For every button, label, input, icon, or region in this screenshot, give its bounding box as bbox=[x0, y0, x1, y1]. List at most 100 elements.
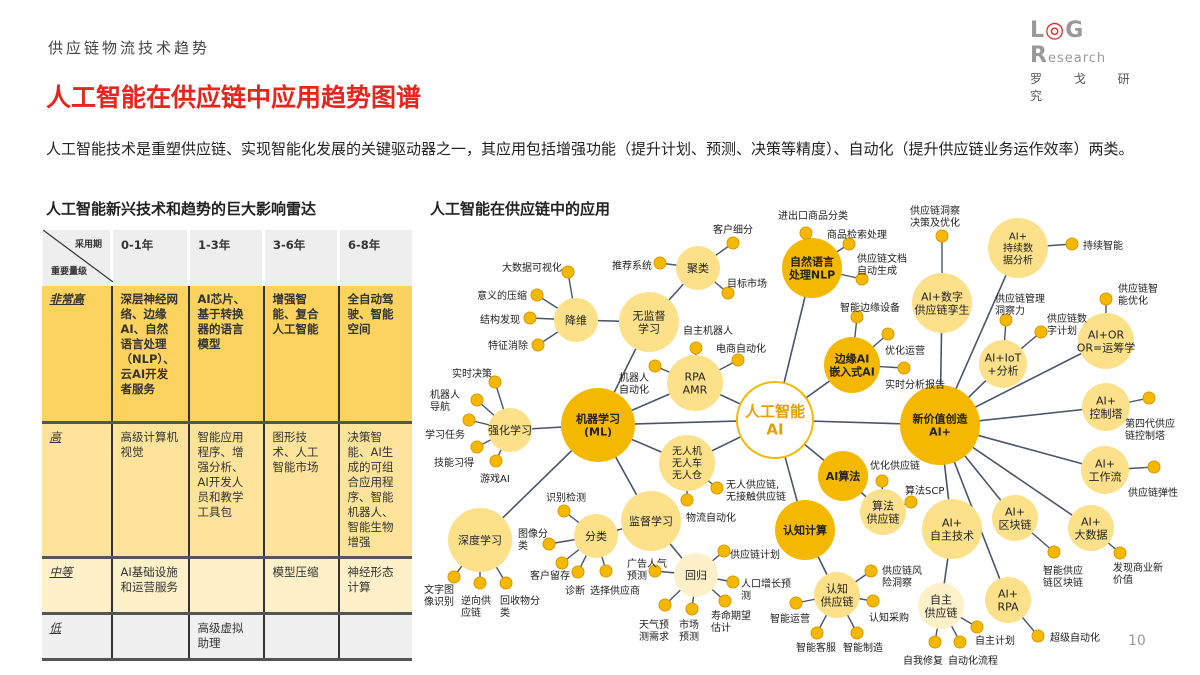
node-label-ml-line: 机器学习 bbox=[576, 411, 620, 425]
node-label-cls: 分类 bbox=[585, 529, 607, 543]
leaf-dot bbox=[1147, 460, 1161, 474]
leaf-label-line: 人口增长预 bbox=[741, 577, 791, 590]
node-label-dl-line: 深度学习 bbox=[458, 533, 502, 547]
leaf-label-line: 推荐系统 bbox=[612, 259, 652, 272]
node-label-csc-line: 认知 bbox=[826, 581, 848, 595]
leaf-label: 文字图像识别 bbox=[424, 583, 454, 608]
leaf-dot bbox=[850, 626, 864, 640]
node-label-twin: AI+数字供应链孪生 bbox=[915, 289, 970, 316]
node-label-csc-line: 供应链 bbox=[821, 594, 854, 608]
level-cell: 高 bbox=[41, 422, 112, 559]
leaf-dot bbox=[531, 338, 545, 352]
leaf-label-line: 大数据可视化 bbox=[502, 261, 562, 274]
leaf-label-line: 导航 bbox=[430, 400, 450, 413]
leaf-label-line: 智能制造 bbox=[843, 641, 883, 654]
logo-wordmark: L◎G Research bbox=[1030, 18, 1107, 68]
leaf-label-line: 能优化 bbox=[1118, 294, 1148, 307]
leaf-label-line: 回收物分 bbox=[500, 594, 540, 607]
leaf-dot bbox=[717, 544, 731, 558]
node-label-reg: 回归 bbox=[685, 568, 707, 582]
corner-cell: 采用期 重要量级 bbox=[40, 230, 113, 286]
node-label-dl: 深度学习 bbox=[458, 533, 502, 547]
column-header: 0-1年 bbox=[110, 230, 189, 286]
leaf-dot bbox=[799, 226, 813, 240]
leaf-label-line: 识别检测 bbox=[546, 491, 586, 504]
page-title: 人工智能在供应链中应用趋势图谱 bbox=[46, 83, 422, 112]
leaf-dot bbox=[897, 361, 911, 375]
table-cell: AI芯片、基于转换器的语言模型 bbox=[187, 286, 264, 424]
node-nv bbox=[900, 385, 980, 465]
node-label-arpa-line: AI+ bbox=[998, 587, 1018, 600]
leaf-label-line: 游戏AI bbox=[480, 472, 510, 485]
leaf-label: 供应链管理洞察力 bbox=[995, 292, 1045, 317]
node-ml bbox=[561, 388, 635, 462]
leaf-label-line: 实时分析报告 bbox=[885, 378, 945, 391]
leaf-label: 供应链智能优化 bbox=[1118, 282, 1158, 307]
leaf-dot bbox=[462, 413, 476, 427]
node-label-ai-line: AI bbox=[766, 420, 783, 438]
table-cell: 模型压缩 bbox=[262, 557, 339, 615]
leaf-dot bbox=[648, 564, 662, 578]
node-label-nlp-line: 处理NLP bbox=[788, 267, 835, 281]
leaf-dot bbox=[1031, 629, 1045, 643]
leaf-dot bbox=[726, 236, 740, 250]
node-label-iot-line: +分析 bbox=[987, 363, 1018, 377]
leaf-dot bbox=[935, 229, 949, 243]
node-label-edge-line: 边缘AI bbox=[834, 351, 870, 365]
logo: L◎G Research 罗 戈 研 究 bbox=[1030, 18, 1160, 103]
leaf-dot bbox=[866, 594, 880, 608]
leaf-label-line: 预测 bbox=[627, 569, 647, 582]
leaf-label-line: 供应链计划 bbox=[730, 548, 780, 561]
leaf-dot bbox=[470, 393, 484, 407]
leaf-dot bbox=[685, 602, 699, 616]
leaf-dot bbox=[561, 265, 575, 279]
leaf-dot bbox=[499, 576, 513, 590]
leaf-dot bbox=[473, 576, 487, 590]
node-auto bbox=[922, 499, 982, 559]
node-label-wf: AI+工作流 bbox=[1089, 457, 1122, 483]
table-row: 中等 AI基础设施和运营服务 模型压缩 神经形态计算 bbox=[41, 557, 412, 615]
node-edge bbox=[824, 337, 880, 393]
node-ct bbox=[1082, 383, 1130, 431]
node-label-nv-line: AI+ bbox=[929, 425, 951, 438]
node-label-ml-line: (ML) bbox=[584, 425, 612, 438]
leaf-dot bbox=[542, 537, 556, 551]
table-row: 高 高级计算机视觉 智能应用程序、增强分析、AI开发人员和教学工具包 图形技术、… bbox=[41, 422, 412, 559]
leaf-label-line: 链控制塔 bbox=[1125, 429, 1165, 442]
leaf-dot bbox=[731, 353, 745, 367]
leaf-dot bbox=[658, 598, 672, 612]
node-csc bbox=[814, 572, 860, 618]
leaf-dot bbox=[881, 327, 895, 341]
leaf-label-line: 估计 bbox=[711, 621, 731, 634]
leaf-label-line: 广告人气 bbox=[627, 557, 667, 570]
leaf-label: 商品检索处理 bbox=[827, 228, 887, 241]
leaf-dot bbox=[970, 620, 984, 634]
leaf-label: 广告人气预测 bbox=[627, 557, 667, 582]
leaf-label-line: 结构发现 bbox=[480, 313, 520, 326]
leaf-label: 图像分类 bbox=[518, 528, 548, 552]
node-asc bbox=[860, 489, 906, 535]
leaf-label-line: 供应链文档 bbox=[857, 252, 907, 265]
node-label-nv-line: 新价值创造 bbox=[913, 411, 969, 425]
node-label-bd: AI+大数据 bbox=[1075, 515, 1108, 541]
leaf-dot bbox=[721, 286, 735, 300]
table-cell: AI基础设施和运营服务 bbox=[110, 557, 189, 615]
section-kicker: 供应链物流技术趋势 bbox=[48, 39, 211, 57]
leaf-label-line: 天气预 bbox=[639, 618, 669, 631]
leaf-dot bbox=[864, 564, 878, 578]
leaf-label-line: 客户留存 bbox=[530, 569, 570, 582]
node-label-cog: 认知计算 bbox=[783, 523, 827, 537]
node-label-unsup: 无监督学习 bbox=[633, 308, 666, 335]
node-label-asc-line: 算法 bbox=[872, 498, 894, 512]
leaf-dot bbox=[953, 635, 967, 649]
leaf-label-line: 无人供应链, bbox=[726, 478, 779, 491]
leaf-label-line: 意义的压缩 bbox=[477, 289, 527, 302]
leaf-label-line: 技能习得 bbox=[434, 456, 474, 469]
leaf-label-line: 文字图 bbox=[424, 583, 454, 596]
node-twin bbox=[912, 273, 972, 333]
node-label-dim-line: 降维 bbox=[565, 313, 587, 327]
leaf-dot bbox=[689, 341, 703, 355]
leaf-label-line: 寿命期望 bbox=[711, 609, 751, 622]
node-cda bbox=[988, 218, 1048, 278]
